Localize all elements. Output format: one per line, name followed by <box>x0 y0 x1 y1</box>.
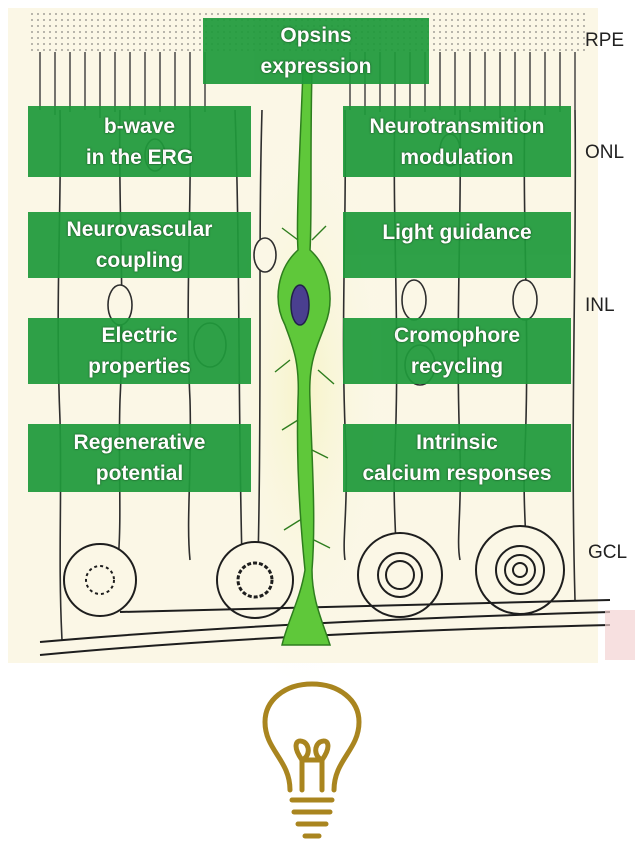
layer-label-rpe: RPE <box>585 30 624 52</box>
layer-label-gcl: GCL <box>588 542 627 564</box>
light-guidance-box: Light guidance <box>343 212 571 278</box>
layer-label-inl: INL <box>585 295 615 317</box>
layer-label-onl: ONL <box>585 142 624 164</box>
lightbulb-icon <box>265 684 359 836</box>
